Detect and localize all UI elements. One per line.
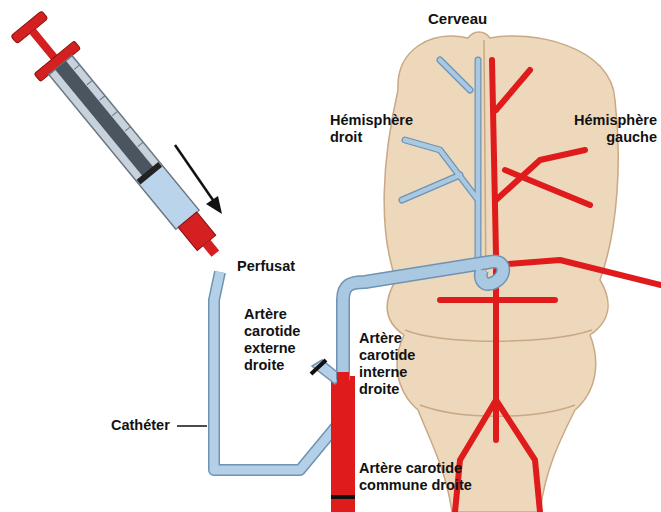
red-vessels: [440, 60, 661, 512]
part-label: Artère carotide externe droite: [244, 306, 308, 374]
catheter: [214, 272, 343, 470]
part-label: Hémisphère droit: [330, 112, 400, 146]
part-label: Perfusat: [237, 258, 327, 275]
part-label: Cerveau: [428, 10, 508, 27]
carotid-artery: [311, 261, 503, 512]
push-arrow: [175, 145, 222, 214]
part-label: Artère carotide interne droite: [359, 330, 425, 398]
part-label: Artère carotide commune droite: [359, 460, 499, 494]
part-label: Hémisphère gauche: [539, 112, 657, 146]
part-label: Cathéter: [111, 417, 181, 434]
leader-line: [177, 425, 207, 427]
blue-vessels: [402, 60, 478, 262]
syringe: [6, 7, 235, 270]
